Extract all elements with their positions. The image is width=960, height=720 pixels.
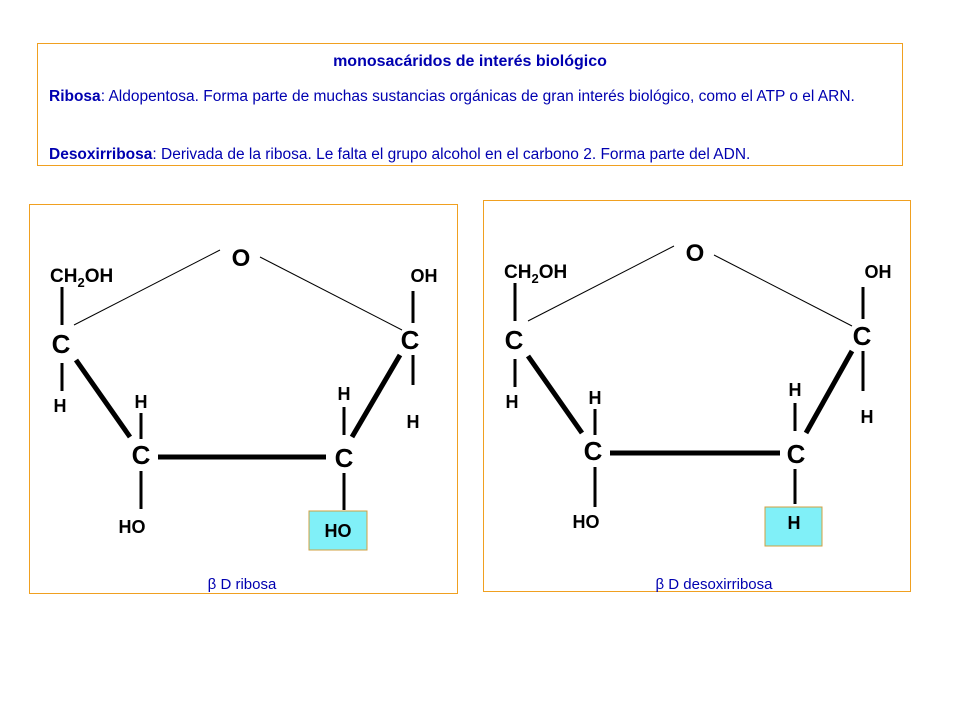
carbon-2-hydroxyl: HO [325, 521, 352, 541]
desoxirribosa-description: Desoxirribosa: Derivada de la ribosa. Le… [49, 144, 909, 165]
deoxyribose-highlight-box [764, 506, 823, 547]
ribose-caption: β D ribosa [208, 576, 277, 593]
ribosa-description: Ribosa: Aldopentosa. Forma parte de much… [49, 86, 889, 107]
ring-oxygen: O [232, 245, 251, 272]
carbon-2-hydrogen: H [338, 384, 351, 404]
ribosa-term: Ribosa [49, 88, 101, 105]
bond-c4-c3 [73, 358, 133, 439]
carbon-1-hydroxyl: OH [865, 262, 892, 282]
ch2oh-group: CH2OH [504, 262, 567, 286]
carbon-4: C [52, 329, 71, 359]
bond-o-c1 [713, 254, 853, 327]
ring-oxygen: O [686, 240, 705, 267]
bond-o-c1 [259, 256, 403, 331]
ch2oh-oh-label: OH [539, 262, 568, 283]
ribose-structure: O CH2OH C H H C HO H C HO OH C H β D rib… [50, 245, 438, 593]
ribose-panel: O CH2OH C H H C HO H C HO OH C H β D rib… [29, 204, 458, 594]
carbon-3-hydroxyl: HO [573, 512, 600, 532]
carbon-1: C [401, 325, 420, 355]
desoxirribosa-term: Desoxirribosa [49, 146, 153, 163]
ribosa-text: : Aldopentosa. Forma parte de muchas sus… [100, 88, 855, 105]
carbon-2-substituent-hydrogen: H [788, 513, 801, 533]
carbon-1-hydrogen: H [861, 407, 874, 427]
carbon-4-hydrogen: H [506, 392, 519, 412]
ch2oh-group: CH2OH [50, 266, 113, 290]
info-box: monosacáridos de interés biológico Ribos… [37, 43, 903, 166]
carbon-2: C [787, 439, 806, 469]
deoxyribose-structure: O CH2OH C H H C HO H C H OH C H β D deso… [504, 240, 892, 593]
carbon-3: C [584, 436, 603, 466]
ch2-label: CH [50, 266, 77, 287]
carbon-3-hydroxyl: HO [119, 517, 146, 537]
desoxirribosa-text: : Derivada de la ribosa. Le falta el gru… [152, 146, 751, 163]
carbon-4-hydrogen: H [54, 396, 67, 416]
deoxyribose-panel: O CH2OH C H H C HO H C H OH C H β D deso… [483, 200, 911, 593]
carbon-3-hydrogen: H [135, 392, 148, 412]
ch2-subscript: 2 [531, 271, 538, 286]
bond-c4-o [527, 245, 675, 322]
carbon-3: C [132, 440, 151, 470]
info-title: monosacáridos de interés biológico [333, 53, 607, 70]
carbon-1-hydrogen: H [407, 412, 420, 432]
bond-c4-o [73, 249, 221, 326]
bond-c2-c1 [349, 353, 403, 439]
carbon-1-hydroxyl: OH [411, 266, 438, 286]
deoxyribose-caption: β D desoxirribosa [655, 576, 773, 593]
ch2oh-oh-label: OH [85, 266, 114, 287]
carbon-1: C [853, 321, 872, 351]
ch2-subscript: 2 [77, 275, 84, 290]
ribose-highlight-box [308, 510, 368, 551]
carbon-2-hydrogen: H [789, 380, 802, 400]
carbon-3-hydrogen: H [589, 388, 602, 408]
bond-c4-c3 [525, 354, 585, 435]
ch2-label: CH [504, 262, 531, 283]
bond-c2-c1 [803, 349, 855, 435]
carbon-4: C [505, 325, 524, 355]
carbon-2: C [335, 443, 354, 473]
